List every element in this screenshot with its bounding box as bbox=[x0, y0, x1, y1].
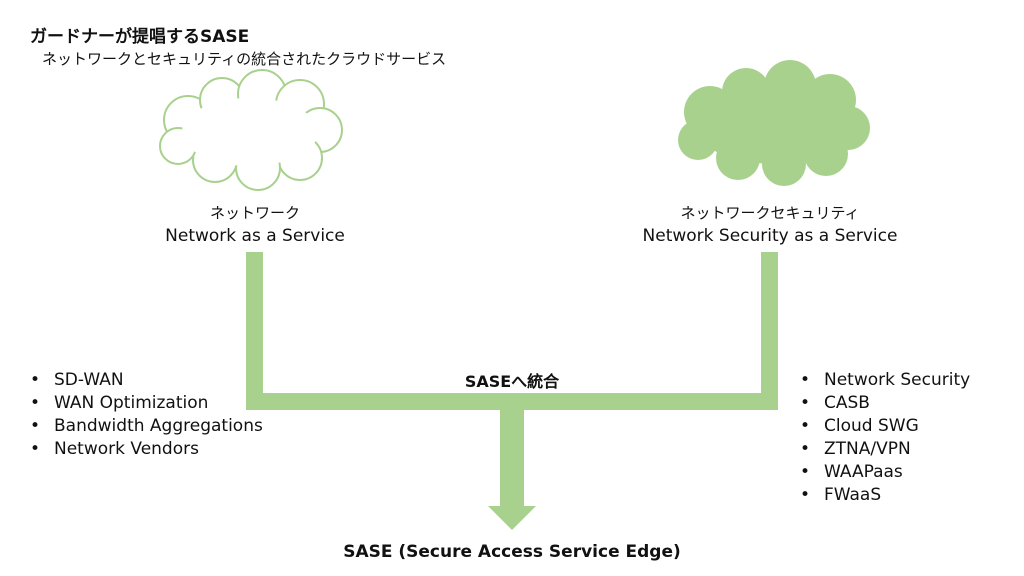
list-item: Cloud SWG bbox=[798, 415, 970, 438]
network-node-label: ネットワーク Network as a Service bbox=[135, 202, 375, 248]
list-item: FWaaS bbox=[798, 484, 970, 507]
list-item: ZTNA/VPN bbox=[798, 438, 970, 461]
down-arrow-stem bbox=[500, 410, 524, 506]
security-label-jp: ネットワークセキュリティ bbox=[680, 204, 860, 222]
list-item: WAAPaas bbox=[798, 461, 970, 484]
filled-cloud-icon bbox=[678, 60, 870, 186]
outline-cloud-icon bbox=[159, 69, 343, 191]
list-item: CASB bbox=[798, 392, 970, 415]
result-label: SASE (Secure Access Service Edge) bbox=[343, 542, 681, 562]
merge-bar bbox=[246, 393, 778, 410]
list-item: Network Vendors bbox=[28, 438, 263, 461]
right-connector bbox=[761, 252, 778, 410]
network-label-jp: ネットワーク bbox=[209, 204, 300, 222]
security-node-label: ネットワークセキュリティ Network Security as a Servi… bbox=[600, 202, 940, 248]
security-feature-list: Network Security CASB Cloud SWG ZTNA/VPN… bbox=[798, 369, 970, 507]
network-label-en: Network as a Service bbox=[165, 226, 345, 246]
network-feature-list: SD-WAN WAN Optimization Bandwidth Aggreg… bbox=[28, 369, 263, 461]
down-arrow-head bbox=[488, 506, 536, 530]
list-item: Bandwidth Aggregations bbox=[28, 415, 263, 438]
diagram-title: ガードナーが提唱するSASE bbox=[30, 27, 250, 47]
list-item: SD-WAN bbox=[28, 369, 263, 392]
list-item: Network Security bbox=[798, 369, 970, 392]
security-label-en: Network Security as a Service bbox=[642, 226, 898, 246]
list-item: WAN Optimization bbox=[28, 392, 263, 415]
diagram-subtitle: ネットワークとセキュリティの統合されたクラウドサービス bbox=[42, 50, 447, 68]
merge-label: SASEへ統合 bbox=[464, 372, 560, 391]
